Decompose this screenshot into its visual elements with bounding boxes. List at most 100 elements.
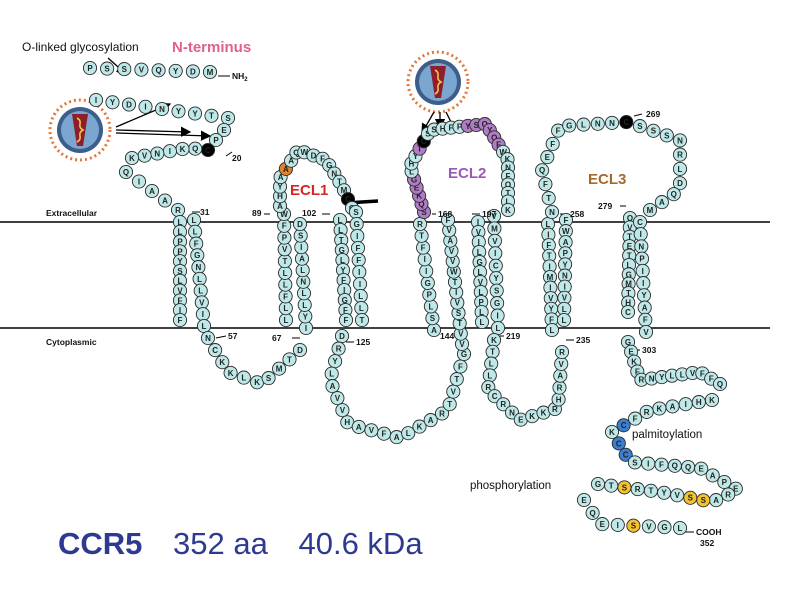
residue-letter: G bbox=[425, 279, 431, 288]
residue-bead bbox=[138, 99, 153, 114]
residue-letter: I bbox=[202, 310, 204, 319]
residue-letter: H bbox=[696, 398, 702, 407]
residue-bead bbox=[646, 123, 661, 138]
residue-letter: R bbox=[500, 400, 506, 409]
residue-letter: K bbox=[709, 396, 715, 405]
residue-letter: S bbox=[688, 494, 694, 503]
residue-letter: F bbox=[446, 216, 451, 225]
residue-letter: L bbox=[283, 269, 288, 278]
residue-letter: K bbox=[180, 145, 186, 154]
residue-letter: N bbox=[649, 374, 655, 383]
residue-letter: T bbox=[627, 233, 632, 242]
residue-letter: F bbox=[549, 315, 554, 324]
residue-letter: C bbox=[625, 308, 631, 317]
residue-letter: V bbox=[491, 212, 497, 221]
residue-position-number: 258 bbox=[570, 209, 584, 219]
residue-letter: V bbox=[476, 228, 482, 237]
residue-letter: L bbox=[192, 216, 197, 225]
residue-letter: C bbox=[421, 137, 427, 146]
residue-bead bbox=[236, 370, 251, 385]
residue-bead bbox=[535, 163, 550, 178]
residue-letter: N bbox=[331, 169, 337, 178]
palmitoylation-label: palmitoylation bbox=[632, 429, 702, 441]
residue-letter: V bbox=[675, 491, 681, 500]
residue-letter: T bbox=[419, 232, 424, 241]
residue-bead bbox=[335, 403, 350, 418]
residue-bead bbox=[721, 487, 736, 502]
residue-bead bbox=[117, 62, 132, 77]
residue-letter: S bbox=[632, 458, 638, 467]
ecl1-label: ECL1 bbox=[290, 182, 328, 199]
residue-letter: E bbox=[627, 242, 633, 251]
residue-letter: F bbox=[643, 316, 648, 325]
residue-letter: P bbox=[213, 136, 219, 145]
residue-bead bbox=[626, 518, 641, 533]
residue-letter: T bbox=[648, 487, 653, 496]
residue-letter: L bbox=[678, 524, 683, 533]
residue-position-number: 67 bbox=[272, 333, 282, 343]
residue-letter: G bbox=[566, 121, 572, 130]
residue-bead bbox=[171, 104, 186, 119]
residue-letter: L bbox=[302, 301, 307, 310]
residue-letter: N bbox=[300, 278, 306, 287]
hiv-virion-icon bbox=[48, 98, 112, 162]
residue-bead bbox=[440, 212, 456, 228]
residue-letter: V bbox=[282, 245, 288, 254]
residue-letter: N bbox=[677, 136, 683, 145]
residue-letter: F bbox=[709, 375, 714, 384]
residue-letter: H bbox=[625, 299, 631, 308]
residue-bead bbox=[434, 406, 450, 421]
residue-letter: V bbox=[458, 330, 464, 339]
residue-letter: Y bbox=[659, 373, 665, 382]
residue-letter: P bbox=[722, 478, 728, 487]
residue-bead bbox=[338, 312, 354, 328]
residue-bead bbox=[576, 492, 592, 508]
residue-letter: L bbox=[478, 288, 483, 297]
residue-letter: K bbox=[491, 336, 497, 345]
residue-bead bbox=[354, 312, 370, 328]
residue-letter: D bbox=[339, 332, 345, 341]
residue-bead bbox=[672, 161, 688, 176]
residue-letter: C bbox=[493, 262, 499, 271]
residue-letter: T bbox=[546, 194, 551, 203]
residue-letter: V bbox=[646, 522, 652, 531]
residue-letter: I bbox=[300, 243, 302, 252]
residue-letter: R bbox=[336, 345, 342, 354]
residue-letter: I bbox=[494, 249, 496, 258]
residue-letter: R bbox=[417, 220, 423, 229]
residue-letter: S bbox=[298, 232, 304, 241]
residue-letter: Q bbox=[482, 120, 488, 129]
residue-letter: L bbox=[506, 197, 511, 206]
residue-letter: I bbox=[95, 96, 97, 105]
residue-bead bbox=[282, 352, 297, 367]
residue-letter: A bbox=[394, 433, 400, 442]
cooh-label: COOH bbox=[696, 527, 722, 537]
residue-bead bbox=[202, 64, 218, 80]
residue-letter: S bbox=[266, 374, 272, 383]
residue-position-number: 144 bbox=[440, 331, 454, 341]
residue-letter: Q bbox=[671, 190, 677, 199]
residue-bead bbox=[223, 365, 238, 380]
residue-letter: N bbox=[159, 105, 165, 114]
residue-letter: S bbox=[631, 522, 637, 531]
residue-letter: A bbox=[563, 238, 569, 247]
residue-letter: V bbox=[447, 226, 453, 235]
residue-letter: V bbox=[492, 237, 498, 246]
residue-letter: H bbox=[440, 125, 446, 134]
residue-letter: L bbox=[479, 308, 484, 317]
residue-letter: V bbox=[478, 278, 484, 287]
residue-letter: S bbox=[177, 267, 183, 276]
residue-letter: R bbox=[639, 376, 645, 385]
residue-letter: L bbox=[241, 374, 246, 383]
residue-bead bbox=[610, 517, 625, 532]
residue-letter: F bbox=[659, 461, 664, 470]
residue-letter: H bbox=[556, 395, 562, 404]
residue-letter: A bbox=[713, 496, 719, 505]
residue-letter: I bbox=[358, 268, 360, 277]
residue-bead bbox=[82, 60, 98, 76]
residue-letter: C bbox=[212, 346, 218, 355]
hiv-virion-icon bbox=[406, 50, 470, 114]
residue-letter: D bbox=[297, 346, 303, 355]
